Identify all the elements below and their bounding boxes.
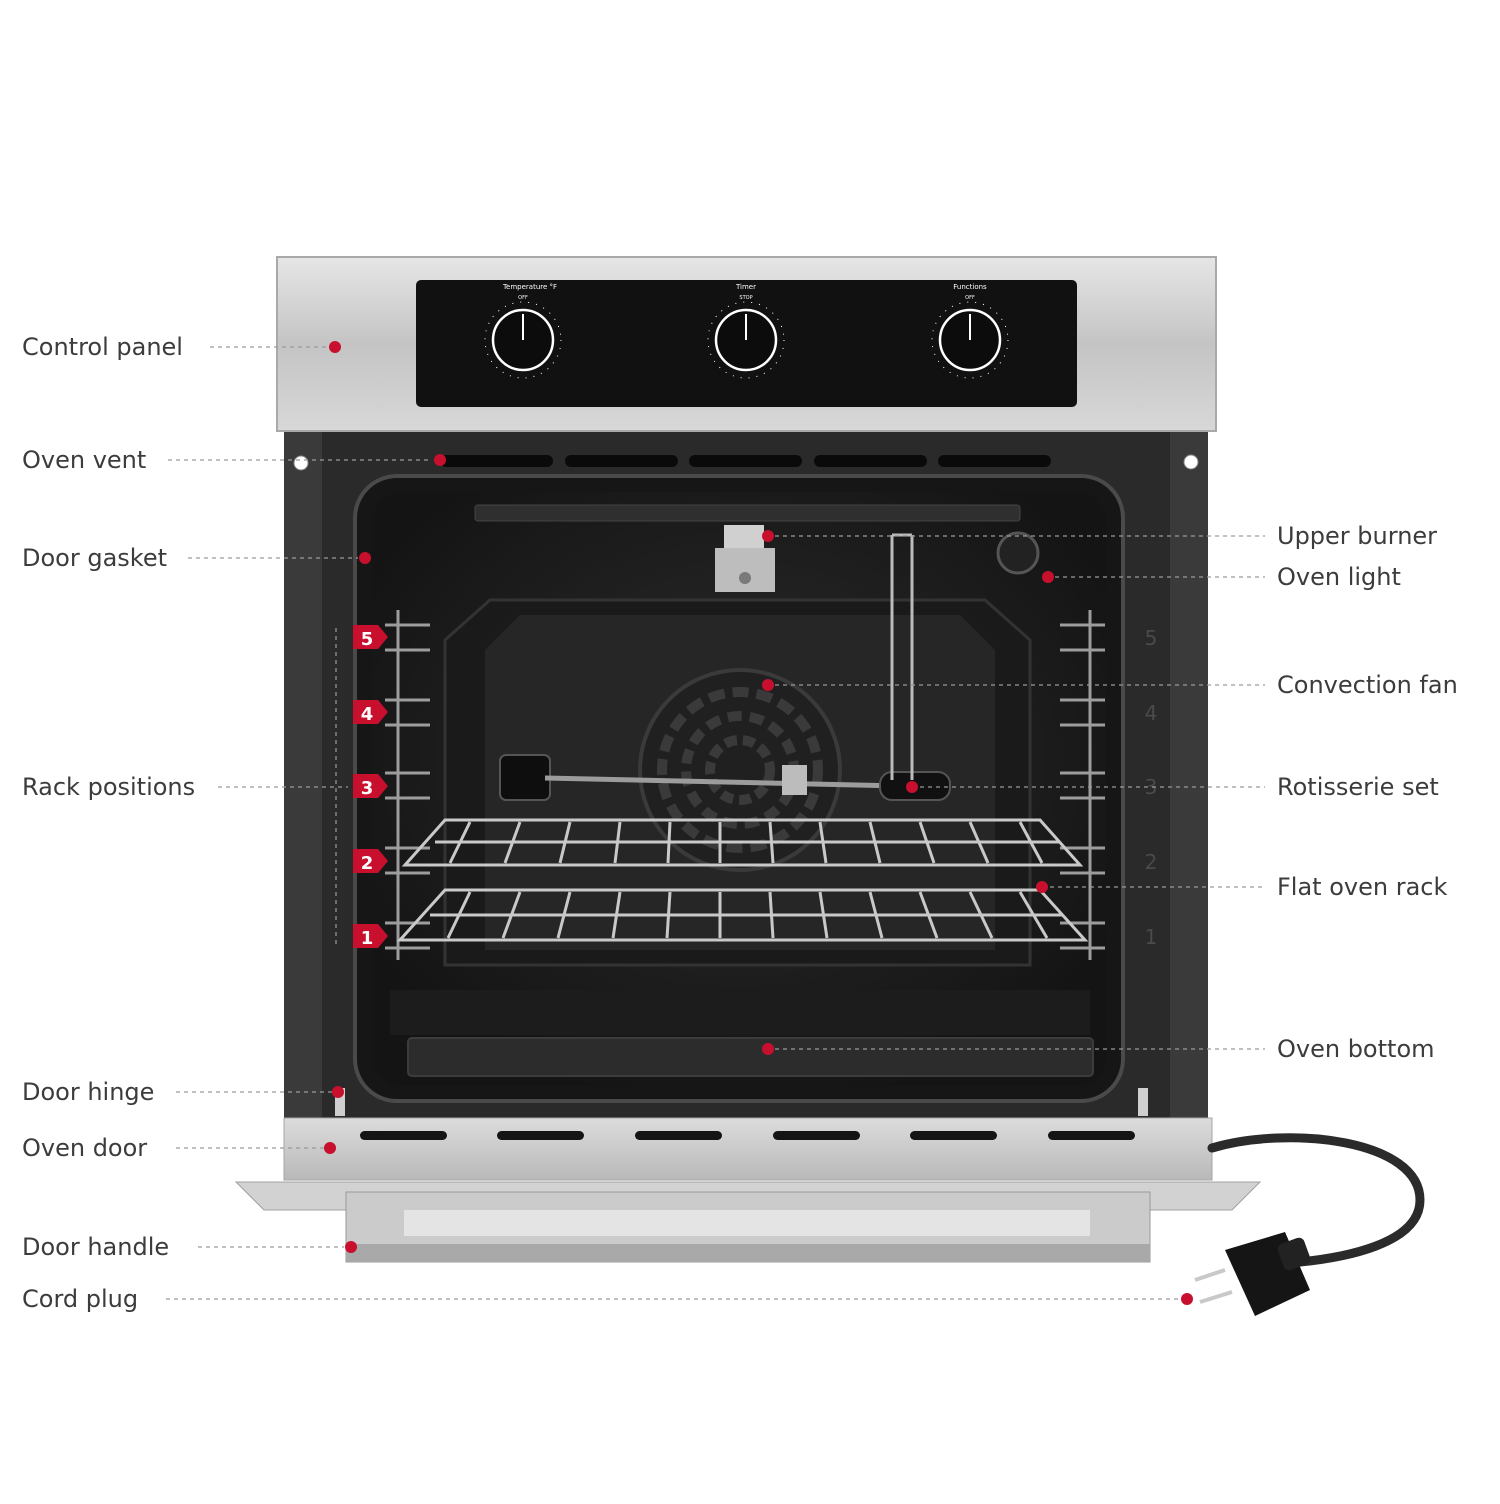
rack-number-5: 5 [361,629,374,650]
svg-text:2: 2 [1145,850,1158,874]
label-oven-light: Oven light [1277,563,1401,591]
rack-number-3: 3 [361,778,374,799]
rack-number-1: 1 [361,928,374,949]
temperature-knob[interactable] [484,301,562,379]
label-door-hinge: Door hinge [22,1078,155,1106]
functions-label: Functions [953,283,987,291]
functions-off-label: OFF [965,295,975,301]
timer-stop-label: STOP [739,295,752,301]
label-door-gasket: Door gasket [22,544,168,572]
rack-embossed-numbers-right: 5 4 3 2 1 [1145,626,1158,949]
oven-bottom [390,990,1094,1077]
rack-position-markers: 5 4 3 2 1 [353,625,388,949]
svg-text:1: 1 [1145,925,1158,949]
label-flat-oven-rack: Flat oven rack [1277,873,1448,901]
dot-flat-oven-rack [1036,881,1048,893]
dot-oven-bottom [762,1043,774,1055]
temperature-off-label: OFF [518,295,528,301]
flat-oven-rack-lower [396,888,1089,942]
oven-light [996,531,1040,575]
callout-dots [324,341,1193,1305]
rack-marker-1: 1 [353,924,388,949]
mounting-screw-left [293,455,309,471]
door-hinge-right [1138,1088,1148,1116]
svg-text:3: 3 [1145,775,1158,799]
label-cord-plug: Cord plug [22,1285,139,1313]
rack-number-4: 4 [361,704,374,725]
leader-lines [166,346,1265,1300]
rack-marker-3: 3 [353,774,388,799]
rack-number-2: 2 [361,853,374,874]
rack-rails-right [1060,610,1105,960]
rack-marker-4: 4 [353,700,388,725]
rack-marker-5: 5 [353,625,388,650]
rack-marker-2: 2 [353,849,388,874]
cord-plug [1194,1232,1311,1316]
label-oven-door: Oven door [22,1134,148,1162]
timer-label: Timer [735,283,756,291]
dot-upper-burner [762,530,774,542]
dot-rotisserie-set [906,781,918,793]
dot-convection-fan [762,679,774,691]
dot-cord-plug [1181,1293,1193,1305]
label-control-panel: Control panel [22,333,183,361]
mounting-screw-right [1183,454,1199,470]
label-rack-positions: Rack positions [22,773,196,801]
dot-control-panel [329,341,341,353]
door-hinge-left [335,1088,345,1116]
label-convection-fan: Convection fan [1277,671,1458,699]
label-oven-vent: Oven vent [22,446,147,474]
svg-text:5: 5 [1145,626,1158,650]
dot-door-handle [345,1241,357,1253]
dot-door-hinge [332,1086,344,1098]
functions-knob[interactable] [931,301,1009,379]
label-oven-bottom: Oven bottom [1277,1035,1435,1063]
dot-oven-light [1042,571,1054,583]
oven-vent [440,455,1051,467]
dot-oven-door [324,1142,336,1154]
temperature-label: Temperature °F [502,283,557,291]
dot-oven-vent [434,454,446,466]
flat-oven-rack-upper [401,818,1084,867]
label-rotisserie-set: Rotisserie set [1277,773,1439,801]
label-door-handle: Door handle [22,1233,170,1261]
door-handle[interactable] [345,1191,1151,1263]
timer-knob[interactable] [707,301,785,379]
rack-rails-left [385,610,430,960]
upper-burner [474,504,1021,592]
svg-text:4: 4 [1145,701,1158,725]
power-cord [1207,1133,1425,1267]
dot-door-gasket [359,552,371,564]
label-upper-burner: Upper burner [1277,522,1438,550]
rotisserie-set [499,533,951,801]
